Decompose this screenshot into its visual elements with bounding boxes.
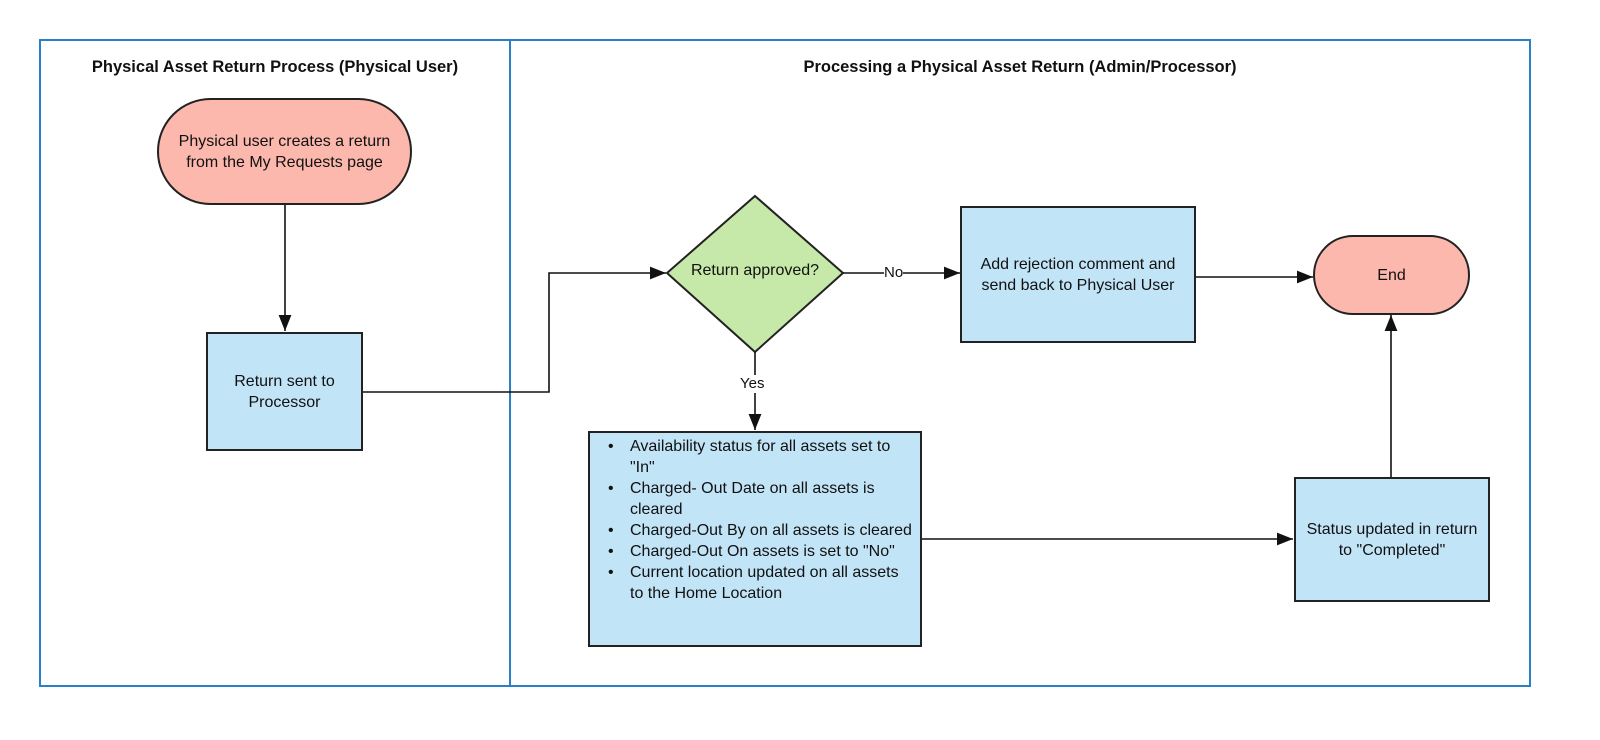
lane-title-physical-user: Physical Asset Return Process (Physical … <box>91 58 459 76</box>
edge-label-yes: Yes <box>740 375 765 393</box>
return-sent-node: Return sent to Processor <box>206 332 363 451</box>
lane-title-admin-processor: Processing a Physical Asset Return (Admi… <box>803 58 1237 76</box>
edge-label-no: No <box>884 264 904 282</box>
action-item: Charged-Out By on all assets is cleared <box>608 520 914 541</box>
rejection-node: Add rejection comment and send back to P… <box>960 206 1196 343</box>
actions-node: Availability status for all assets set t… <box>588 431 922 647</box>
lane-admin-processor <box>509 39 1531 687</box>
action-item: Charged-Out On assets is set to "No" <box>608 541 914 562</box>
completed-node: Status updated in return to "Completed" <box>1294 477 1490 602</box>
action-item: Charged- Out Date on all assets is clear… <box>608 478 914 520</box>
edge-sent-to-decision <box>363 266 666 393</box>
end-node: End <box>1313 235 1470 315</box>
actions-list: Availability status for all assets set t… <box>608 436 914 604</box>
action-item: Current location updated on all assets t… <box>608 562 914 604</box>
start-node: Physical user creates a return from the … <box>157 98 412 205</box>
decision-label: Return approved? <box>690 262 820 279</box>
action-item: Availability status for all assets set t… <box>608 436 914 478</box>
